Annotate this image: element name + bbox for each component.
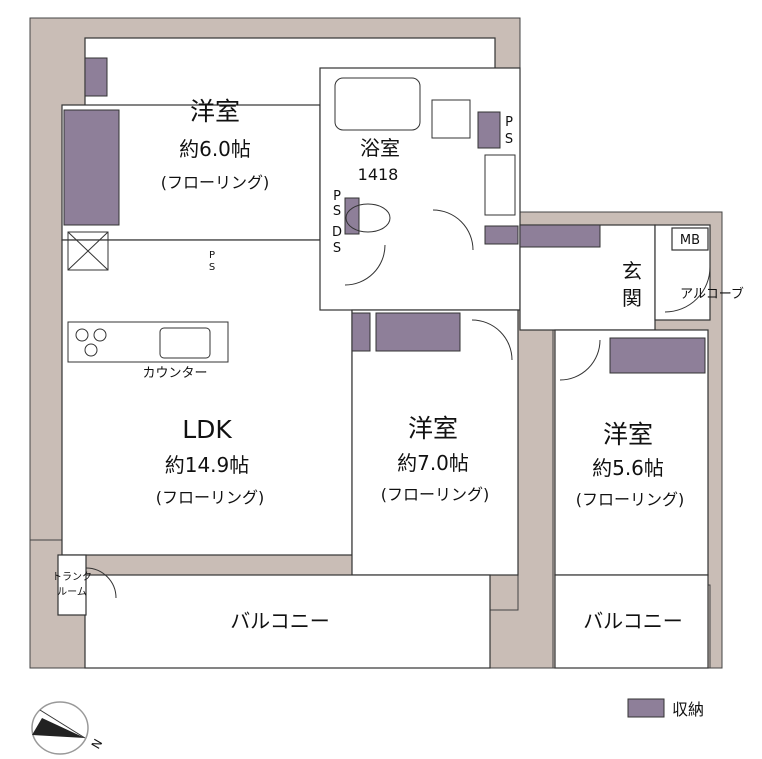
storage — [519, 224, 601, 248]
trunk-room-label: トランク — [52, 571, 92, 583]
storage — [484, 225, 519, 245]
washing-machine-pan — [431, 99, 471, 139]
ps-label: P — [209, 250, 215, 261]
ldk-room — [61, 239, 353, 556]
balcony-label: バルコニー — [583, 609, 683, 633]
door-swing — [85, 567, 117, 599]
kitchen-counter — [67, 321, 229, 363]
room-size: 約6.0帖 — [179, 137, 251, 161]
room-size: 約14.9帖 — [165, 453, 250, 477]
trunk-room — [57, 554, 87, 616]
room-name: LDK — [182, 415, 232, 444]
balcony-right — [554, 574, 709, 669]
stove-burner — [75, 328, 89, 342]
room-floor: (フローリング) — [161, 173, 270, 192]
room-name: 洋室 — [190, 97, 240, 126]
storage — [375, 312, 461, 352]
mb-label: MB — [680, 233, 700, 248]
room-floor: (フローリング) — [156, 488, 265, 507]
door-swing — [471, 319, 513, 361]
room-name: 洋室 — [408, 414, 458, 443]
room-floor: (フローリング) — [576, 490, 685, 509]
storage — [344, 197, 360, 235]
alcove-label: アルコーブ — [680, 286, 744, 302]
ps-label: P — [333, 189, 341, 204]
north-label: N — [89, 737, 106, 752]
room-floor: (フローリング) — [381, 485, 490, 504]
balcony-label: バルコニー — [230, 609, 330, 633]
washbasin — [484, 154, 516, 216]
door-swing — [432, 209, 474, 251]
storage — [63, 109, 120, 226]
ps-label: P — [505, 115, 513, 130]
entrance-label: 関 — [622, 286, 642, 310]
refrigerator-space — [67, 231, 109, 271]
door-swing — [559, 339, 601, 381]
storage — [84, 57, 108, 97]
ps-label: S — [505, 132, 513, 147]
counter-label: カウンター — [142, 366, 207, 381]
door-swing — [664, 266, 711, 313]
door-swing — [344, 244, 386, 286]
storage — [477, 111, 501, 149]
mb-box — [671, 227, 709, 251]
storage-legend-swatch — [627, 698, 665, 718]
stove-burner — [93, 328, 107, 342]
entrance-label: 玄 — [622, 259, 642, 283]
compass-icon: N — [31, 701, 106, 755]
bath-size: 1418 — [358, 165, 399, 184]
room-size: 約5.6帖 — [592, 456, 664, 480]
bath-name: 浴室 — [360, 136, 400, 160]
ps-label: S — [209, 262, 215, 273]
room-name: 洋室 — [603, 420, 653, 449]
storage-legend-label: 収納 — [672, 700, 704, 719]
balcony-left — [84, 574, 491, 669]
trunk-room-label: ルーム — [57, 586, 87, 598]
storage — [351, 312, 371, 352]
kitchen-sink — [159, 327, 211, 359]
ds-label: D — [332, 225, 342, 240]
bathtub — [334, 77, 421, 131]
ds-label: S — [333, 241, 341, 256]
stove-burner — [84, 343, 98, 357]
storage — [609, 337, 706, 374]
room-size: 約7.0帖 — [397, 451, 469, 475]
toilet — [345, 203, 391, 233]
ps-label: S — [333, 204, 341, 219]
